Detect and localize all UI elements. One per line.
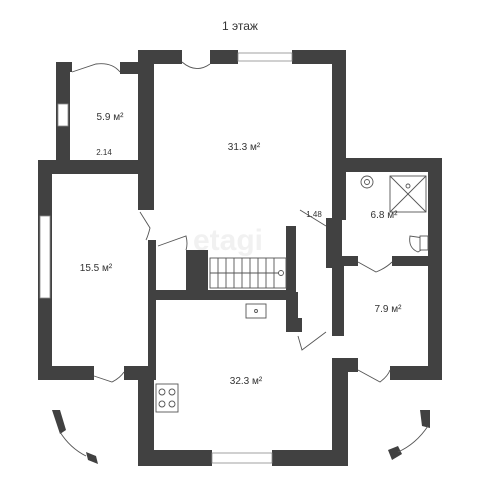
wall <box>138 366 154 466</box>
window <box>57 103 69 127</box>
wall <box>332 260 344 336</box>
porch-wall <box>52 410 66 434</box>
stair-arrow <box>278 270 284 276</box>
wall <box>286 318 302 332</box>
window <box>39 215 51 299</box>
door-swing <box>357 369 391 383</box>
burner <box>168 388 176 396</box>
room-area-kitchen: 32.3 м² <box>230 376 263 387</box>
staircase <box>209 257 287 289</box>
window <box>237 52 293 62</box>
door-swing <box>139 211 151 241</box>
walls <box>38 50 442 466</box>
wall <box>332 358 358 372</box>
wall <box>428 158 442 260</box>
toilet-tank <box>419 235 429 251</box>
room-area-bathroom: 6.8 м² <box>371 210 399 221</box>
burner <box>168 400 176 408</box>
wall <box>38 160 140 174</box>
dimension-hall: 1.48 <box>306 210 322 219</box>
room-area-left-room: 15.5 м² <box>80 263 113 274</box>
wall <box>272 450 348 466</box>
door-swing <box>71 63 121 73</box>
door-swing <box>357 261 393 273</box>
fixtures <box>155 175 429 413</box>
wall <box>332 158 442 172</box>
door-swing <box>157 235 188 251</box>
dimension-small-room: 2.14 <box>96 148 112 157</box>
door-swing <box>93 371 125 383</box>
wall <box>154 290 290 300</box>
shower-head <box>405 183 411 189</box>
door-swing <box>181 61 211 69</box>
door-swing <box>299 209 327 227</box>
burner <box>158 388 166 396</box>
wall <box>326 218 342 268</box>
wall <box>332 50 346 220</box>
doors <box>59 61 429 457</box>
wall <box>138 50 154 210</box>
window <box>211 452 273 464</box>
room-area-right-room: 7.9 м² <box>375 304 403 315</box>
sink-drain <box>364 179 370 185</box>
porch-arc <box>59 431 87 457</box>
room-area-living-room: 31.3 м² <box>228 142 261 153</box>
wall <box>332 358 348 466</box>
wall <box>428 256 442 380</box>
windows <box>39 52 293 464</box>
wall <box>138 450 212 466</box>
wall <box>38 366 94 380</box>
porch-wall <box>86 452 98 464</box>
wall <box>342 256 358 266</box>
door-swing <box>297 331 327 351</box>
porch-arc <box>397 425 429 453</box>
shower-diagonal <box>389 175 427 213</box>
wall <box>392 256 442 266</box>
wall <box>390 366 442 380</box>
porch-wall <box>420 410 430 428</box>
burner <box>158 400 166 408</box>
wall <box>286 226 296 298</box>
room-area-small-room: 5.9 м² <box>97 112 125 123</box>
wall <box>120 62 142 74</box>
wall <box>148 240 156 380</box>
kitchen-sink-drain <box>254 309 258 313</box>
dimension-labels: 2.14 1.48 <box>96 148 322 219</box>
wall <box>210 50 238 64</box>
porch-wall <box>388 446 402 460</box>
floor-title: 1 этаж <box>222 19 258 33</box>
wall <box>186 250 208 290</box>
stove-icon <box>155 383 179 413</box>
room-labels: 5.9 м² 31.3 м² 15.5 м² 6.8 м² 7.9 м² 32.… <box>80 112 402 387</box>
